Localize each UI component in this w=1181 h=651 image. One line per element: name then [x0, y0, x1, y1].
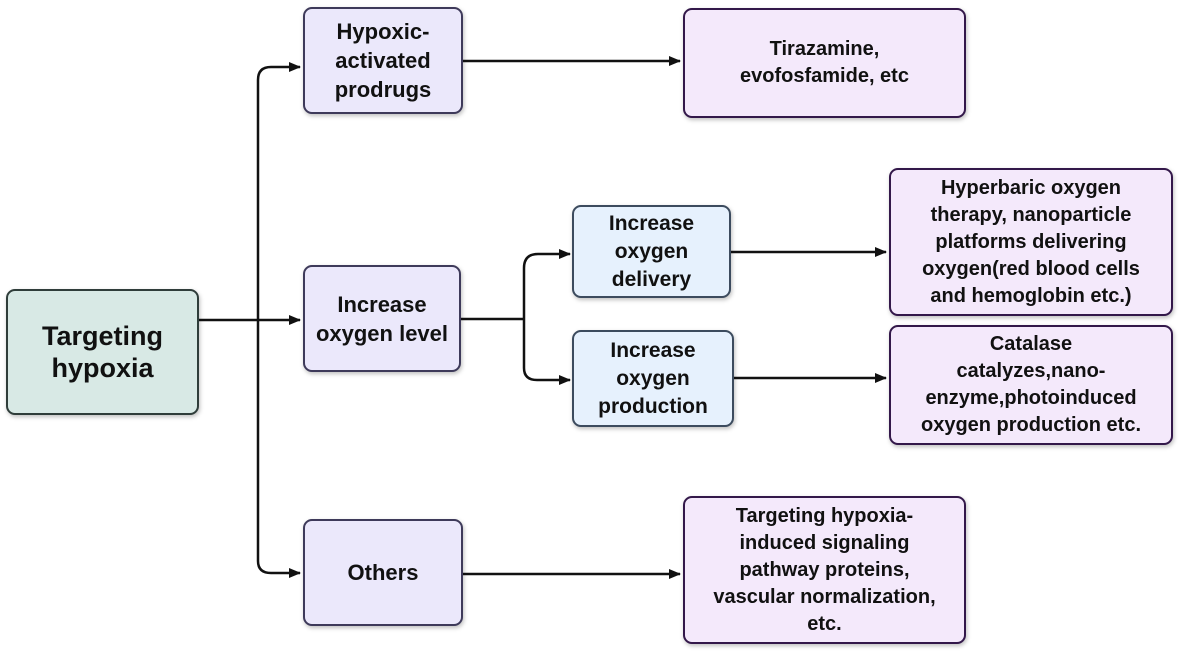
node-text-line: oxygen(red blood cells [922, 257, 1140, 280]
node-text-line: platforms delivering [935, 230, 1127, 253]
node-text-line: Increase [337, 291, 427, 317]
arrow-to-hypoxic-prodrugs [256, 62, 301, 81]
node-tirazamine-evofosfamide: Tirazamine, evofosfamide, etc [683, 8, 966, 118]
node-text-line: evofosfamide, etc [740, 65, 909, 87]
node-text-line: Catalase [989, 333, 1073, 355]
node-text-line: and hemoglobin etc.) [930, 284, 1132, 307]
node-text-line: Increase [608, 211, 695, 235]
node-text-line: etc. [807, 612, 842, 635]
node-text-line: oxygen [616, 366, 690, 390]
arrow-to-oxygen-delivery [522, 249, 571, 269]
node-targeting-hypoxia: Targeting hypoxia [6, 289, 199, 415]
node-text-line: oxygen production etc. [920, 414, 1142, 436]
node-text-line: production [598, 394, 708, 418]
node-text-line: Tirazamine, [769, 38, 880, 60]
node-text-line: catalyzes,nano- [956, 360, 1106, 382]
node-increase-oxygen-delivery: Increase oxygen delivery [572, 205, 731, 298]
node-text-line: Others [347, 560, 419, 585]
node-text-line: Targeting [42, 321, 163, 351]
node-text-line: Hyperbaric oxygen [940, 176, 1122, 199]
node-hyperbaric-oxygen-therapy: Hyperbaric oxygen therapy, nanoparticle … [889, 168, 1173, 316]
node-hypoxia-signaling-targets: Targeting hypoxia- induced signaling pat… [683, 496, 966, 644]
node-increase-oxygen-production: Increase oxygen production [572, 330, 734, 427]
node-text-line: delivery [611, 267, 692, 291]
arrow-to-others [256, 560, 301, 578]
node-text-line: enzyme,photoinduced [925, 387, 1137, 409]
node-text-line: activated [335, 48, 431, 73]
node-text-line: Increase [610, 338, 696, 362]
node-increase-oxygen-level: Increase oxygen level [303, 265, 461, 372]
node-text-line: oxygen level [315, 320, 449, 346]
node-catalase-nanozyme: Catalase catalyzes,nano- enzyme,photoind… [889, 325, 1173, 445]
node-text-line: prodrugs [334, 77, 432, 102]
node-hypoxic-activated-prodrugs: Hypoxic- activated prodrugs [303, 7, 463, 114]
node-text-line: therapy, nanoparticle [930, 203, 1132, 226]
node-others: Others [303, 519, 463, 626]
node-text-line: Targeting hypoxia- [735, 504, 914, 527]
node-text-line: oxygen [614, 239, 689, 263]
node-text-line: vascular normalization, [713, 585, 936, 608]
node-text-line: hypoxia [51, 353, 154, 383]
node-text-line: Hypoxic- [336, 19, 430, 44]
node-text-line: pathway proteins, [739, 558, 910, 581]
arrow-to-oxygen-production [522, 367, 571, 385]
node-text-line: induced signaling [739, 531, 910, 554]
